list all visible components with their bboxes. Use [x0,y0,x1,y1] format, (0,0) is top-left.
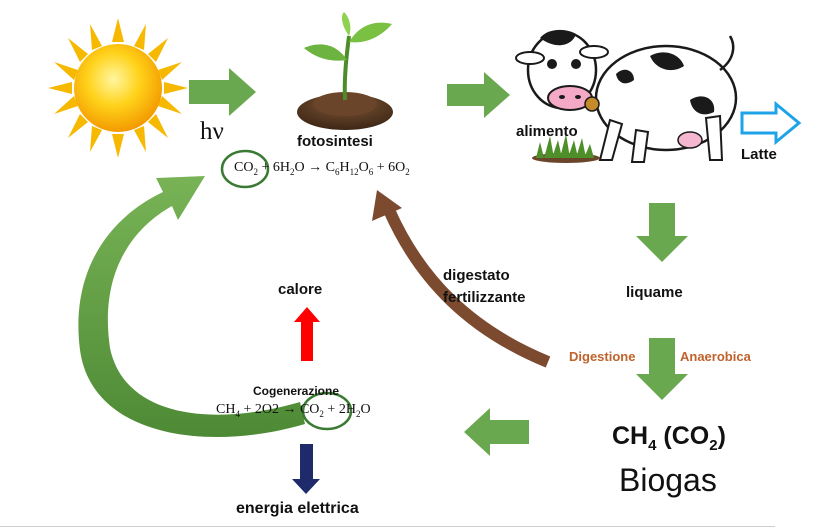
eq2-co2: CO2 [299,402,324,419]
energia-label: energia elettrica [236,500,359,517]
arrow-biogas-to-cogeneration [464,408,529,456]
alimento-label: alimento [516,123,578,140]
latte-outline-arrow [740,100,802,146]
arrow-plant-to-cow [447,72,510,118]
eq2-ch4: CH4 [216,402,240,419]
heat-arrow [294,307,320,361]
co2-circle-top [220,149,270,189]
cow-icon [515,29,738,163]
biogas-formula: CH4 (CO2) [612,422,726,454]
eq2-o2: + 2O2 → [243,402,297,417]
sun-icon [48,18,188,158]
photosynthesis-equation: CO2 + 6H2O → C6H12O6 + 6O2 [234,160,410,177]
anaerobica-label: Anaerobica [680,349,751,364]
eq-co2: CO2 [234,160,258,177]
calore-label: calore [278,281,323,298]
combustion-equation: CH4 + 2O2 → CO2 + 2H2O [216,402,371,419]
arrow-cow-to-liquame [636,203,688,262]
co2-recycle-arrow [78,176,305,437]
eq-glucose: C6H12O6 [325,160,374,177]
co2-circle-bottom [301,391,353,431]
eq-arrow: → [308,160,323,175]
eq2-h2o: + 2H2O [327,402,371,419]
eq-h2o: + 6H2O [261,160,305,177]
fotosintesi-label: fotosintesi [297,133,373,150]
bottom-divider [0,526,775,527]
hv-label: hν [200,118,224,145]
digestione-label: Digestione [569,349,636,364]
digestato-label: digestato fertilizzante [443,265,526,309]
electricity-arrow [292,444,320,494]
cogenerazione-label: Cogenerazione [253,384,340,398]
grass-icon [532,134,600,163]
latte-label: Latte [741,146,777,163]
arrow-sun-to-plant [189,68,256,116]
eq-o2: + 6O2 [376,160,410,177]
arrow-liquame-to-digestion [636,338,688,400]
digestate-arrow [383,207,551,368]
liquame-label: liquame [626,284,683,301]
plant-seedling-icon [297,12,393,130]
biogas-label: Biogas [619,462,717,498]
digestato-line2: fertilizzante [443,289,526,306]
digestato-line1: digestato [443,267,510,284]
